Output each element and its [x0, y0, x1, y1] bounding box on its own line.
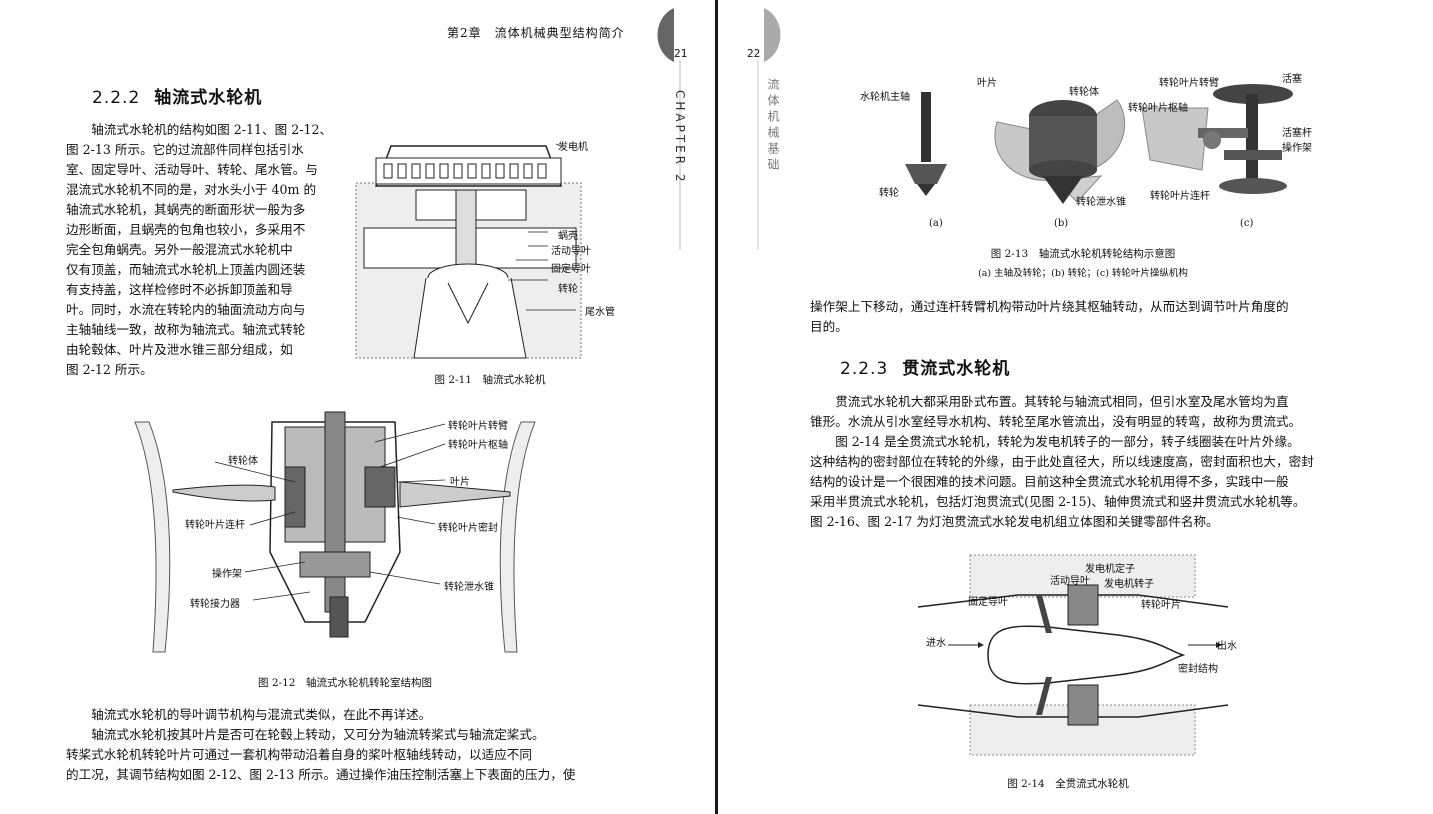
fig-2-13-caption: 图 2-13 轴流式水轮机转轮结构示意图: [990, 248, 1176, 260]
continued-paragraph: 操作架上下移动，通过连杆转臂机构带动叶片绕其枢轴转动，从而达到调节叶片角度的目的…: [810, 297, 1370, 337]
body-line: 贯流式水轮机大都采用卧式布置。其转轮与轴流式相同，但引水室及尾水管均为直: [835, 394, 1289, 409]
fig-2-13-label-hub: 转轮体: [1069, 87, 1099, 98]
section-title: 贯流式水轮机: [902, 359, 1011, 379]
fig-2-14-label-stay-vane: 固定导叶: [968, 597, 1008, 608]
fig-2-12-caption: 图 2-12 轴流式水轮机转轮室结构图: [258, 677, 432, 689]
chapter-tab-label: CHAPTER 2: [673, 90, 687, 185]
fig-2-14-label-rotor: 发电机转子: [1104, 579, 1154, 590]
body-line: 图 2-14 是全贯流式水轮机，转轮为发电机转子的一部分，转子线圈装在叶片外缘。: [835, 434, 1300, 449]
bottom-line: 轴流式水轮机的导叶调节机构与混流式类似，在此不再详述。: [91, 707, 432, 722]
fig-2-13-panel-b: (b): [1054, 218, 1069, 229]
fig-2-13-label-runner-a: 转轮: [879, 188, 899, 199]
intro-line: 室、固定导叶、活动导叶、转轮、尾水管。与: [66, 162, 318, 177]
fig-2-14-label-wicket-gate: 活动导叶: [1050, 576, 1090, 587]
fig-2-12-label-blade-pivot: 转轮叶片枢轴: [448, 440, 508, 451]
right-page: 22 流体机械基础 水轮机主轴 转轮 叶片 转轮体 转轮泄水锥 转轮叶片转臂 活…: [718, 0, 1433, 814]
fig-2-12-label-servo: 转轮接力器: [190, 599, 240, 610]
intro-line: 轴流式水轮机，其蜗壳的断面形状一般为多: [66, 202, 306, 217]
fig-2-13b-drawing: [994, 99, 1126, 204]
body-line: 结构的设计是一个很困难的技术问题。目前这种全贯流式水轮机用得不多，实践中一般: [810, 474, 1289, 489]
fig-2-14-label-stator: 发电机定子: [1085, 564, 1135, 575]
side-book-title: 流体机械基础: [766, 78, 780, 174]
fig-2-13-label-piston: 活塞: [1282, 74, 1302, 85]
fig-2-13-label-blade: 叶片: [977, 78, 997, 89]
fig-2-12-label-hub: 转轮体: [228, 456, 258, 467]
bottom-line: 轴流式水轮机按其叶片是否可在轮毂上转动，又可分为轴流转桨式与轴流定桨式。: [91, 727, 545, 742]
body-line: 锥形。水流从引水室经导水机构、转轮至尾水管流出，没有明显的转弯，故称为贯流式。: [810, 414, 1302, 429]
section-number: 2.2.2: [92, 88, 141, 108]
fig-2-13c-drawing: [1141, 84, 1293, 194]
intro-line: 图 2-12 所示。: [66, 362, 153, 377]
intro-line: 轴流式水轮机的结构如图 2-11、图 2-12、: [91, 122, 333, 137]
fig-2-11-label-generator: 发电机: [558, 142, 588, 153]
bottom-paragraph: 轴流式水轮机的导叶调节机构与混流式类似，在此不再详述。轴流式水轮机按其叶片是否可…: [66, 705, 634, 785]
fig-2-11-caption: 图 2-11 轴流式水轮机: [434, 374, 546, 386]
section-heading: 2.2.3 贯流式水轮机: [840, 354, 1010, 379]
intro-line: 仅有顶盖，而轴流式水轮机上顶盖内圆还装: [66, 262, 306, 277]
fig-2-12-label-blade-arm: 转轮叶片转臂: [448, 421, 508, 432]
fig-2-13-panel-a: (a): [929, 218, 943, 229]
intro-line: 由轮毂体、叶片及泄水锥三部分组成，如: [66, 342, 293, 357]
body-line: 采用半贯流式水轮机，包括灯泡贯流式(见图 2-15)、轴伸贯流式和竖井贯流式水轮…: [810, 494, 1306, 509]
fig-2-13-label-blade-arm: 转轮叶片转臂: [1159, 78, 1219, 89]
book-gutter: [715, 0, 718, 814]
bottom-line: 的工况，其调节结构如图 2-12、图 2-13 所示。通过操作油压控制活塞上下表…: [66, 767, 576, 782]
fig-2-14-label-runner-blade: 转轮叶片: [1141, 600, 1181, 611]
chapter-thumb-tab: [657, 8, 681, 250]
fig-2-13-label-piston-rod: 活塞杆: [1282, 128, 1312, 139]
fig-2-13-label-link: 转轮叶片连杆: [1150, 191, 1210, 202]
intro-line: 完全包角蜗壳。另外一般混流式水轮机中: [66, 242, 293, 257]
fig-2-13-label-main-shaft: 水轮机主轴: [860, 92, 910, 103]
body-paragraph: 贯流式水轮机大都采用卧式布置。其转轮与轴流式相同，但引水室及尾水管均为直锥形。水…: [810, 392, 1370, 532]
fig-2-11-label-stay-vane: 固定导叶: [551, 264, 591, 275]
bottom-line: 转桨式水轮机转轮叶片可通过一套机构带动沿着自身的桨叶枢轴线转动，以适应不同: [66, 747, 532, 762]
fig-2-12-label-crosshead: 操作架: [212, 569, 242, 580]
intro-line: 叶。同时，水流在转轮内的轴面流动方向与: [66, 302, 306, 317]
fig-2-12-label-link: 转轮叶片连杆: [185, 520, 245, 531]
fig-2-14-label-seal: 密封结构: [1178, 664, 1218, 675]
fig-2-11-label-wicket-gate: 活动导叶: [551, 246, 591, 257]
section-title: 轴流式水轮机: [154, 88, 263, 108]
continued-line: 目的。: [810, 319, 848, 334]
fig-2-14-caption: 图 2-14 全贯流式水轮机: [1007, 778, 1129, 790]
fig-2-12-label-blade: 叶片: [450, 477, 470, 488]
fig-2-12-drawing: [134, 411, 536, 653]
intro-line: 图 2-13 所示。它的过流部件同样包括引水: [66, 142, 304, 157]
section-number: 2.2.3: [840, 359, 889, 379]
intro-line: 混流式水轮机不同的是，对水头小于 40m 的: [66, 182, 317, 197]
page-number: 22: [747, 47, 761, 60]
section-heading: 2.2.2 轴流式水轮机: [92, 83, 262, 108]
fig-2-14-drawing: [917, 554, 1229, 756]
intro-line: 有支持盖，这样检修时不必拆卸顶盖和导: [66, 282, 293, 297]
fig-2-13-label-crosshead: 操作架: [1282, 143, 1312, 154]
fig-2-11-label-runner: 转轮: [558, 284, 578, 295]
fig-2-13-label-cone: 转轮泄水锥: [1076, 197, 1126, 208]
body-line: 这种结构的密封部位在转轮的外缘，由于此处直径大，所以线速度高，密封面积也大，密封: [810, 454, 1314, 469]
fig-2-14-label-outlet: 出水: [1217, 641, 1237, 652]
fig-2-13-subcaption: (a) 主轴及转轮；(b) 转轮；(c) 转轮叶片操纵机构: [978, 268, 1188, 279]
fig-2-12-label-cone: 转轮泄水锥: [444, 582, 494, 593]
fig-2-11-label-volute: 蜗壳: [558, 231, 578, 242]
fig-2-13-panel-c: (c): [1240, 218, 1254, 229]
fig-2-13a-drawing: [905, 92, 947, 196]
continued-line: 操作架上下移动，通过连杆转臂机构带动叶片绕其枢轴转动，从而达到调节叶片角度的: [810, 299, 1289, 314]
body-line: 图 2-16、图 2-17 为灯泡贯流式水轮发电机组立体图和关键零部件名称。: [810, 514, 1219, 529]
fig-2-12-label-blade-seal: 转轮叶片密封: [438, 523, 498, 534]
fig-2-13-label-blade-pivot: 转轮叶片枢轴: [1128, 103, 1188, 114]
fig-2-11-label-draft-tube: 尾水管: [585, 307, 615, 318]
side-thumb-tab: [757, 8, 781, 250]
intro-line: 边形断面，且蜗壳的包角也较小，多采用不: [66, 222, 306, 237]
fig-2-11-drawing: [355, 143, 582, 359]
fig-2-14-label-inlet: 进水: [926, 638, 946, 649]
intro-paragraph: 轴流式水轮机的结构如图 2-11、图 2-12、图 2-13 所示。它的过流部件…: [66, 120, 344, 380]
page-number: 21: [674, 47, 688, 60]
intro-line: 主轴轴线一致，故称为轴流式。轴流式转轮: [66, 322, 306, 337]
running-header: 第2章 流体机械典型结构简介: [447, 26, 625, 40]
